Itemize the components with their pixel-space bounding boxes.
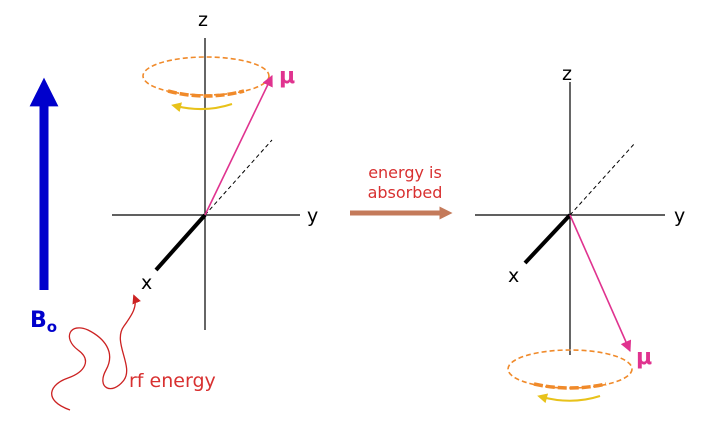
transition-label-line1: energy is: [368, 163, 442, 182]
right-y-label: y: [674, 205, 685, 227]
left-x-axis-thick: [154, 213, 207, 272]
left-axes: z y x: [112, 9, 318, 330]
field-label-subscript: o: [47, 318, 57, 336]
transition-label-line2: absorbed: [368, 183, 443, 202]
left-y-label: y: [307, 205, 318, 227]
field-label: Bo: [30, 308, 57, 336]
precession-ellipse-bottom-front: [533, 382, 607, 390]
right-x-axis-thick: [523, 213, 572, 265]
right-z-label: z: [562, 63, 572, 85]
precession-ellipse-icon: [142, 56, 270, 96]
field-label-main: B: [30, 308, 47, 333]
right-axes: z y x: [475, 63, 685, 355]
rotation-arrow-bottom-icon: [537, 393, 601, 404]
wavy-rf-arrow-icon: [51, 294, 141, 411]
left-x-axis-dashed: [204, 139, 273, 216]
left-moment-label: μ: [279, 64, 295, 89]
right-x-axis-dashed: [569, 142, 636, 216]
right-x-label: x: [508, 265, 519, 287]
magnetic-moment-arrow-flipped: [569, 214, 632, 353]
left-x-label: x: [141, 272, 152, 294]
right-moment-label: μ: [636, 345, 652, 370]
magnetic-moment-arrow: [204, 74, 273, 216]
precession-ellipse-bottom-icon: [507, 349, 633, 389]
left-z-label: z: [198, 9, 208, 31]
rf-label: rf energy: [129, 370, 216, 392]
rotation-arrow-icon: [171, 102, 233, 113]
precession-ellipse-front: [167, 89, 245, 98]
